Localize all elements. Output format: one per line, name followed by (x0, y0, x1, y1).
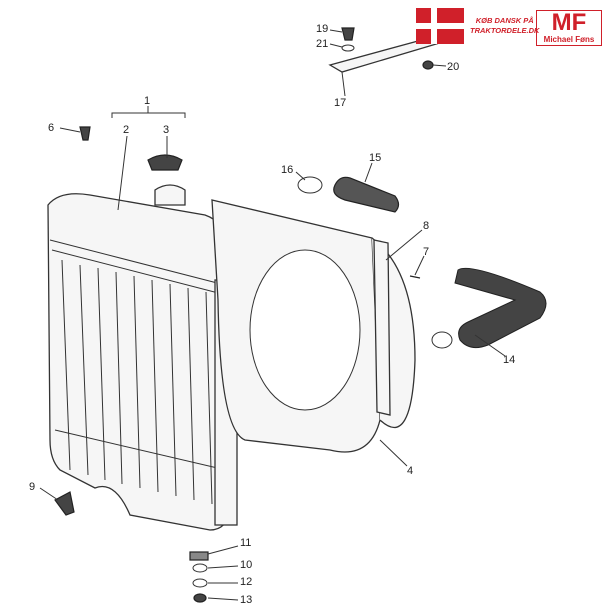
washer (192, 563, 208, 573)
callout-15: 15 (369, 152, 381, 164)
bottom-hose (454, 267, 547, 349)
top-hose (333, 176, 400, 213)
callout-7: 7 (423, 246, 429, 258)
danish-flag-icon (416, 8, 464, 44)
slogan-line-2: TRAKTORDELE.DK (470, 26, 540, 35)
callout-13: 13 (240, 594, 252, 606)
mf-logo: MF Michael Føns (536, 10, 602, 46)
callout-9: 9 (29, 481, 35, 493)
callout-1: 1 (144, 95, 150, 107)
callout-17: 17 (334, 97, 346, 109)
logo-letters: MF (551, 9, 587, 36)
nut (422, 60, 434, 70)
callout-16: 16 (281, 164, 293, 176)
radiator (47, 184, 238, 531)
nut (193, 593, 207, 603)
callout-4: 4 (407, 465, 413, 477)
callout-6: 6 (48, 122, 54, 134)
callout-19: 19 (316, 23, 328, 35)
drain-screw (79, 126, 91, 141)
logo-name: Michael Føns (543, 35, 595, 44)
callout-2: 2 (123, 124, 129, 136)
promo-banner: KØB DANSK PÅ TRAKTORDELE.DK (416, 8, 539, 44)
slogan-line-1: KØB DANSK PÅ (475, 16, 534, 25)
callout-14: 14 (503, 354, 515, 366)
pad (189, 551, 209, 561)
slogan: KØB DANSK PÅ TRAKTORDELE.DK (470, 16, 539, 36)
callout-20: 20 (447, 61, 459, 73)
screw (409, 275, 421, 279)
bolt (341, 27, 355, 41)
washer (192, 578, 208, 588)
bracket (373, 239, 391, 416)
hose-clip (431, 331, 453, 349)
callout-3: 3 (163, 124, 169, 136)
callout-12: 12 (240, 576, 252, 588)
callout-11: 11 (240, 537, 251, 549)
callout-10: 10 (240, 559, 252, 571)
fan-shroud (211, 199, 416, 453)
radiator-cap (147, 154, 183, 171)
drain-tap (54, 491, 75, 516)
callout-8: 8 (423, 220, 429, 232)
washer (341, 44, 355, 52)
hose-clip (297, 176, 323, 194)
callout-21: 21 (316, 38, 328, 50)
